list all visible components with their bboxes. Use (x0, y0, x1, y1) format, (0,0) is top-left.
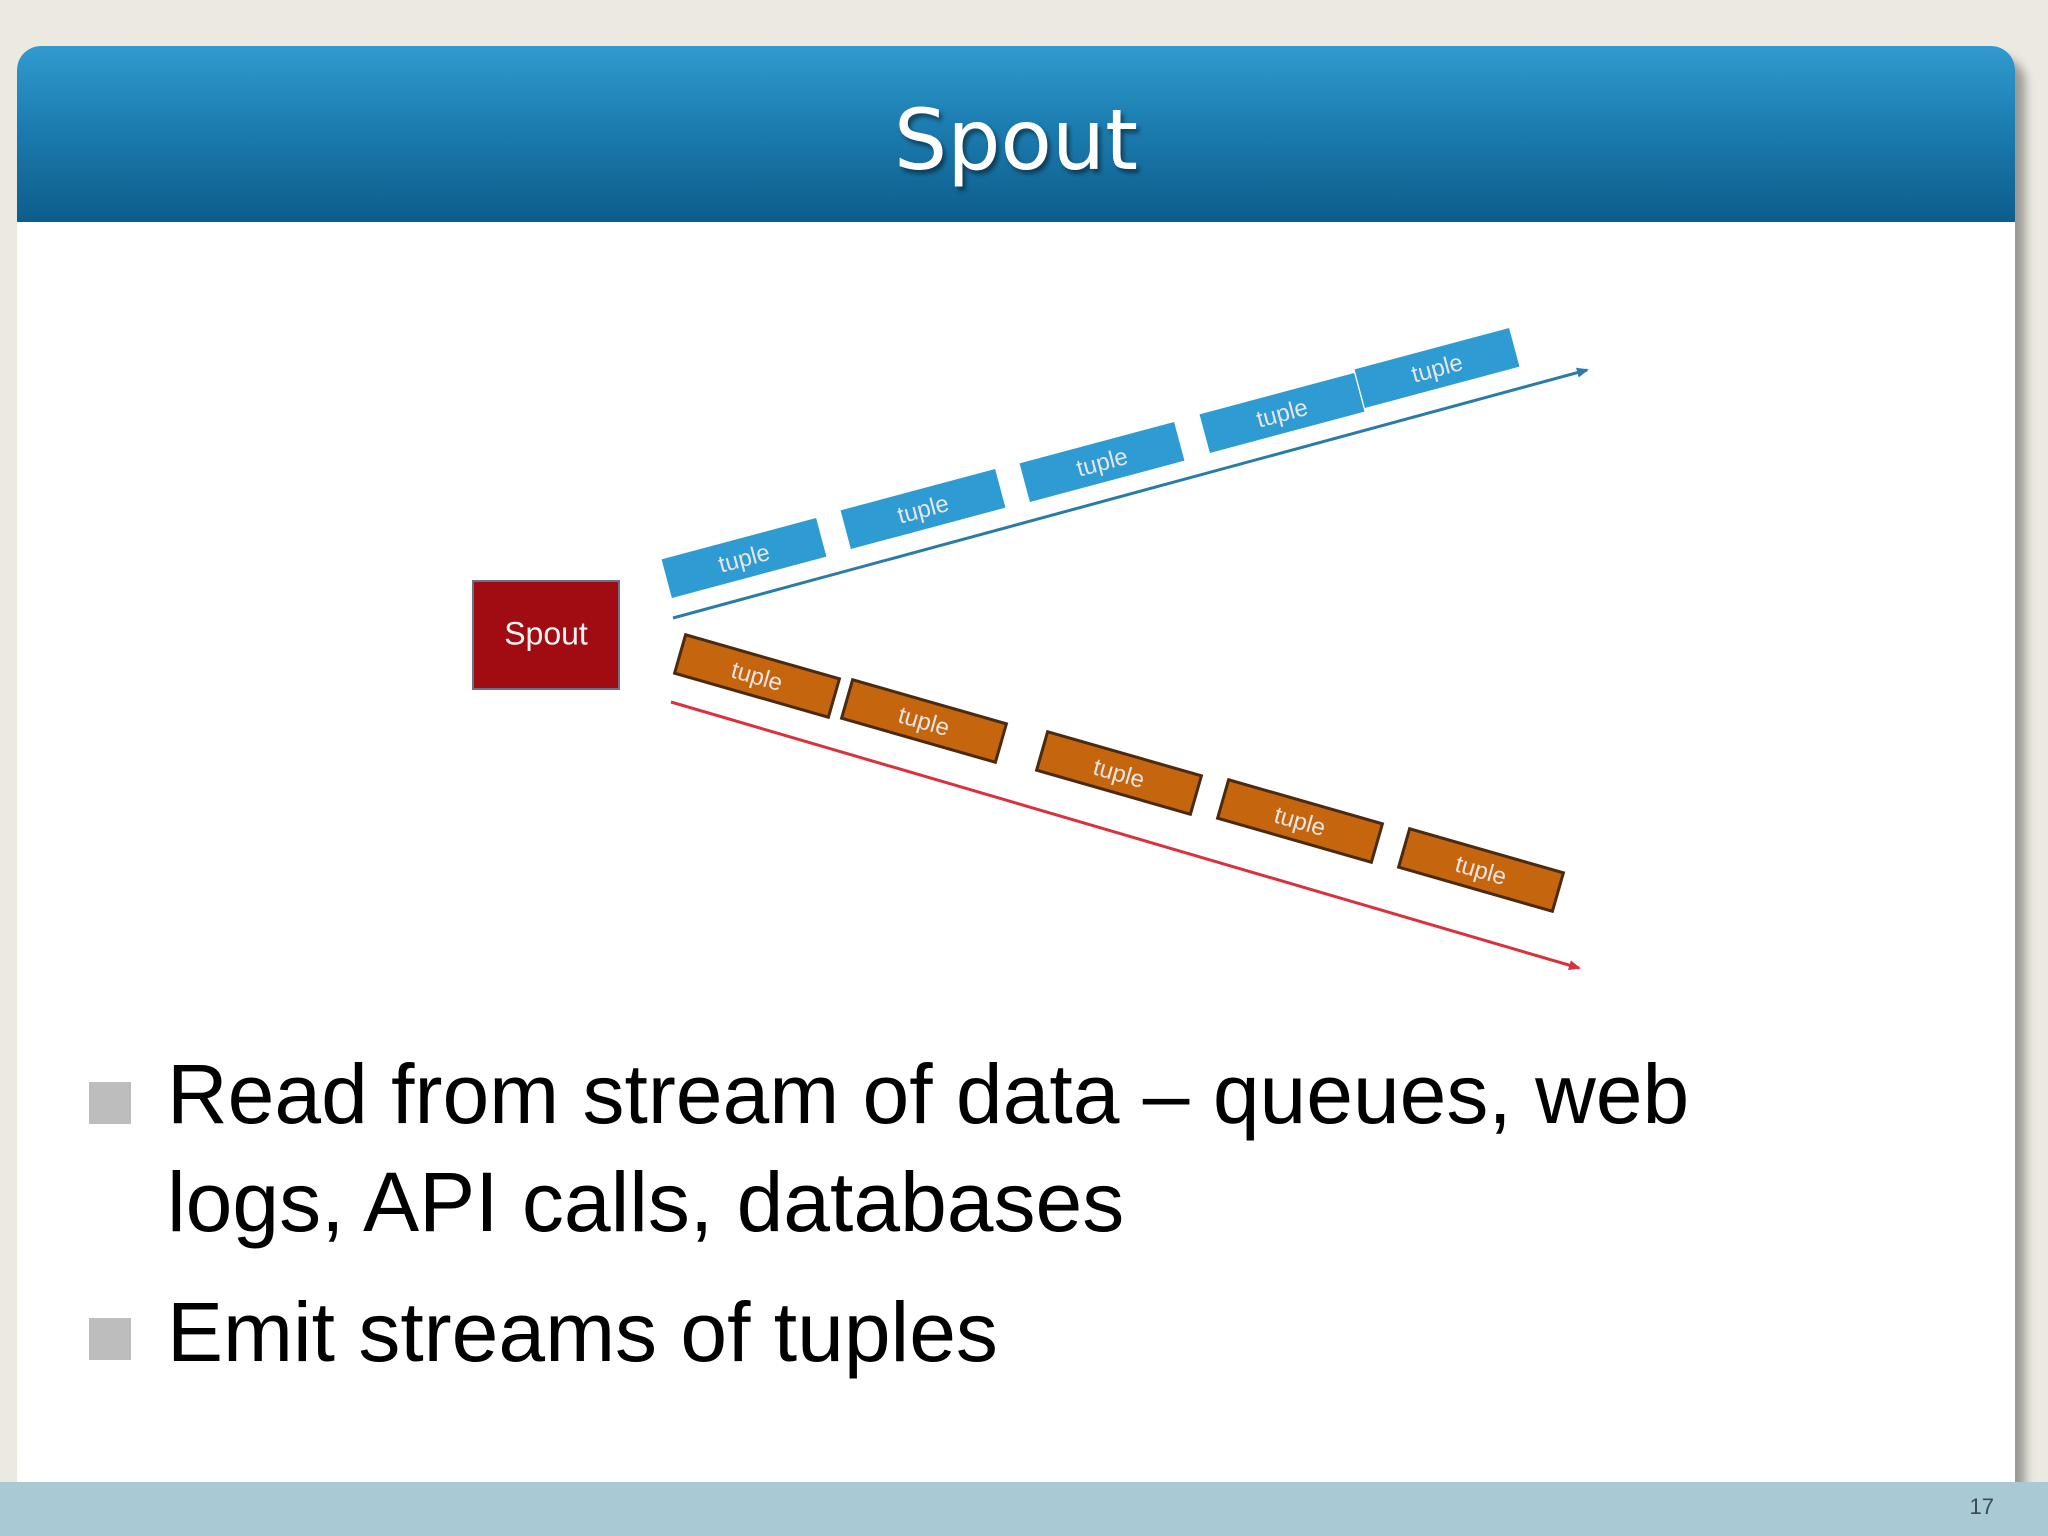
tuple-orange-1: tuple (672, 632, 842, 720)
orange-stream-arrow (670, 700, 1581, 970)
spout-node: Spout (472, 580, 620, 690)
tuple-orange-2: tuple (839, 677, 1009, 765)
title-bar: Spout (17, 46, 2015, 222)
blue-stream-arrow (672, 367, 1589, 620)
bullet-text: Emit streams of tuples (167, 1285, 998, 1379)
page-number: 17 (1969, 1494, 1994, 1519)
spout-diagram: Spout tuple tuple tuple tuple tuple (472, 327, 1589, 970)
tuple-blue-1: tuple (661, 517, 827, 599)
bullet-text: Read from stream of data – queues, web l… (167, 1047, 1690, 1249)
tuple-blue-3: tuple (1019, 421, 1185, 503)
tuple-blue-4: tuple (1199, 372, 1365, 454)
footer-bar: 17 (0, 1482, 2048, 1536)
bullet-square-icon (89, 1082, 131, 1124)
bullet-square-icon (89, 1318, 131, 1360)
tuple-blue-2: tuple (840, 468, 1006, 550)
slide: Spout Spout tuple tuple tup (17, 46, 2015, 1482)
tuple-orange-3: tuple (1034, 729, 1204, 817)
spout-node-label: Spout (504, 615, 588, 651)
tuple-blue-5: tuple (1354, 327, 1520, 409)
tuple-orange-4: tuple (1215, 777, 1385, 865)
tuple-orange-5: tuple (1396, 826, 1566, 914)
slide-title: Spout (893, 91, 1139, 189)
